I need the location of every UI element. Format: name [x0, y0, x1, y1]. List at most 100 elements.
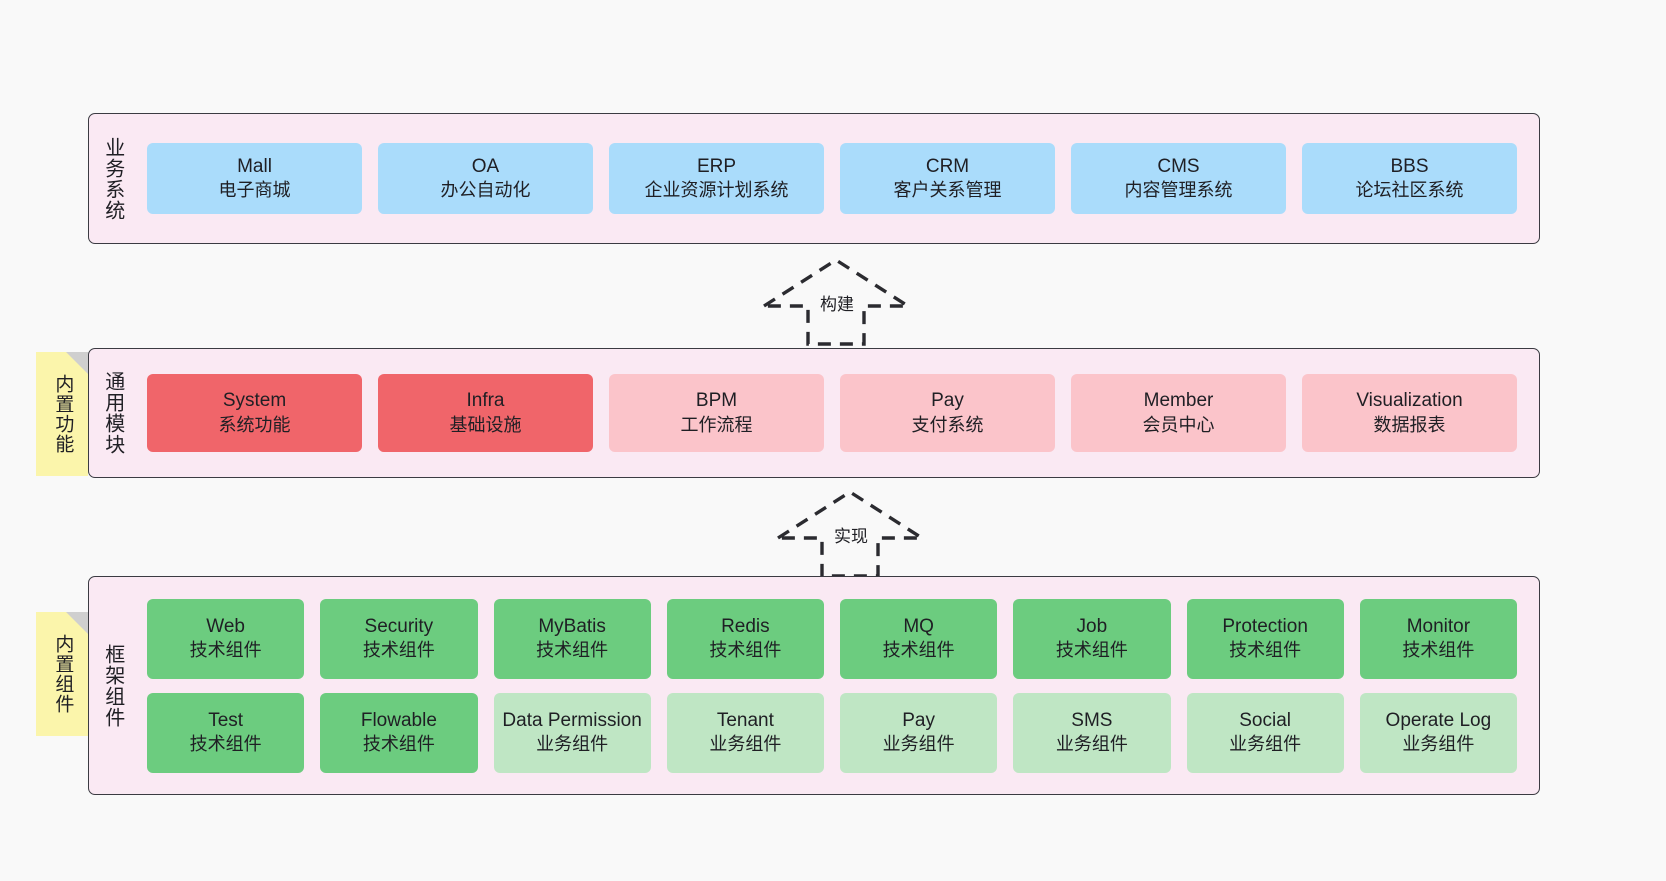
layer-business-systems: 业务系统 Mall 电子商城 OA 办公自动化 ERP 企业资源计划系统 CRM… — [88, 113, 1540, 244]
card-tenant-subtitle: 业务组件 — [709, 734, 782, 755]
card-web-subtitle: 技术组件 — [189, 640, 262, 661]
card-bbs-title: BBS — [1390, 155, 1429, 177]
card-cms[interactable]: CMS 内容管理系统 — [1071, 143, 1286, 214]
card-monitor[interactable]: Monitor 技术组件 — [1359, 598, 1517, 679]
card-visualization[interactable]: Visualization 数据报表 — [1302, 374, 1517, 452]
framework-components-card-group: Web 技术组件 Security 技术组件 MyBatis 技术组件 Redi… — [135, 577, 1539, 794]
card-system[interactable]: System 系统功能 — [147, 374, 362, 452]
card-social-title: Social — [1239, 709, 1291, 731]
card-job[interactable]: Job 技术组件 — [1013, 598, 1171, 679]
card-mq-subtitle: 技术组件 — [882, 640, 955, 661]
card-mall[interactable]: Mall 电子商城 — [147, 143, 362, 214]
card-data-permission-title: Data Permission — [502, 709, 642, 731]
card-bbs[interactable]: BBS 论坛社区系统 — [1302, 143, 1517, 214]
card-operate-log[interactable]: Operate Log 业务组件 — [1359, 692, 1517, 773]
card-redis-title: Redis — [721, 615, 770, 637]
card-operate-log-subtitle: 业务组件 — [1402, 734, 1475, 755]
card-flowable-title: Flowable — [360, 709, 437, 731]
card-redis[interactable]: Redis 技术组件 — [666, 598, 824, 679]
card-flowable-subtitle: 技术组件 — [362, 734, 435, 755]
layer-common-modules-title: 通用模块 — [101, 371, 124, 455]
card-security[interactable]: Security 技术组件 — [320, 598, 478, 679]
card-oa-subtitle: 办公自动化 — [440, 180, 531, 201]
card-crm-title: CRM — [925, 155, 970, 177]
card-system-subtitle: 系统功能 — [218, 414, 291, 435]
card-visualization-subtitle: 数据报表 — [1373, 414, 1446, 435]
card-monitor-title: Monitor — [1406, 615, 1471, 637]
card-test[interactable]: Test 技术组件 — [147, 692, 305, 773]
card-oa-title: OA — [471, 155, 500, 177]
connector-implement-label: 实现 — [832, 522, 870, 547]
note-builtin-features: 内置功能 — [36, 352, 88, 476]
card-data-permission-subtitle: 业务组件 — [536, 734, 609, 755]
card-pay-component-title: Pay — [902, 709, 935, 731]
note-builtin-components: 内置组件 — [36, 612, 88, 736]
card-protection[interactable]: Protection 技术组件 — [1186, 598, 1344, 679]
card-pay-module[interactable]: Pay 支付系统 — [840, 374, 1055, 452]
card-infra[interactable]: Infra 基础设施 — [378, 374, 593, 452]
card-social[interactable]: Social 业务组件 — [1186, 692, 1344, 773]
card-crm[interactable]: CRM 客户关系管理 — [840, 143, 1055, 214]
card-mq[interactable]: MQ 技术组件 — [840, 598, 998, 679]
card-mybatis-subtitle: 技术组件 — [536, 640, 609, 661]
card-sms[interactable]: SMS 业务组件 — [1013, 692, 1171, 773]
card-pay-module-subtitle: 支付系统 — [911, 414, 984, 435]
card-pay-component-subtitle: 业务组件 — [882, 734, 955, 755]
card-test-subtitle: 技术组件 — [189, 734, 262, 755]
card-member-subtitle: 会员中心 — [1142, 414, 1215, 435]
card-sms-subtitle: 业务组件 — [1055, 734, 1128, 755]
layer-common-modules: 通用模块 System 系统功能 Infra 基础设施 BPM 工作流程 Pay… — [88, 348, 1540, 478]
card-operate-log-title: Operate Log — [1385, 709, 1492, 731]
common-modules-card-group: System 系统功能 Infra 基础设施 BPM 工作流程 Pay 支付系统… — [135, 349, 1539, 477]
card-mq-title: MQ — [903, 615, 934, 637]
card-bpm-subtitle: 工作流程 — [680, 414, 753, 435]
card-bpm[interactable]: BPM 工作流程 — [609, 374, 824, 452]
card-monitor-subtitle: 技术组件 — [1402, 640, 1475, 661]
card-mall-subtitle: 电子商城 — [218, 180, 291, 201]
card-erp[interactable]: ERP 企业资源计划系统 — [609, 143, 824, 214]
card-cms-subtitle: 内容管理系统 — [1124, 180, 1233, 201]
card-data-permission[interactable]: Data Permission 业务组件 — [493, 692, 651, 773]
card-bbs-subtitle: 论坛社区系统 — [1355, 180, 1464, 201]
card-infra-subtitle: 基础设施 — [449, 414, 522, 435]
note-builtin-features-text: 内置功能 — [52, 374, 74, 454]
card-tenant[interactable]: Tenant 业务组件 — [666, 692, 824, 773]
card-erp-title: ERP — [696, 155, 737, 177]
card-member[interactable]: Member 会员中心 — [1071, 374, 1286, 452]
card-member-title: Member — [1143, 390, 1214, 412]
connector-build-label: 构建 — [818, 290, 856, 315]
card-cms-title: CMS — [1157, 155, 1200, 177]
connector-implement: 实现 — [770, 488, 930, 578]
framework-row-technical: Web 技术组件 Security 技术组件 MyBatis 技术组件 Redi… — [139, 598, 1525, 679]
layer-framework-components: 框架组件 Web 技术组件 Security 技术组件 MyBatis 技术组件 — [88, 576, 1540, 795]
layer-business-systems-title: 业务系统 — [101, 136, 124, 221]
card-protection-title: Protection — [1222, 615, 1308, 637]
card-crm-subtitle: 客户关系管理 — [893, 180, 1002, 201]
card-mybatis[interactable]: MyBatis 技术组件 — [493, 598, 651, 679]
card-job-subtitle: 技术组件 — [1055, 640, 1128, 661]
card-oa[interactable]: OA 办公自动化 — [378, 143, 593, 214]
note-builtin-components-text: 内置组件 — [52, 634, 74, 714]
card-bpm-title: BPM — [695, 390, 738, 412]
card-pay-component[interactable]: Pay 业务组件 — [840, 692, 998, 773]
framework-row-business: Test 技术组件 Flowable 技术组件 Data Permission … — [139, 692, 1525, 773]
card-test-title: Test — [208, 709, 244, 731]
card-web-title: Web — [206, 615, 245, 637]
card-job-title: Job — [1076, 615, 1108, 637]
card-visualization-title: Visualization — [1356, 390, 1463, 412]
card-security-title: Security — [364, 615, 434, 637]
card-security-subtitle: 技术组件 — [362, 640, 435, 661]
card-sms-title: SMS — [1071, 709, 1113, 731]
note-fold-corner-icon — [66, 612, 88, 634]
card-social-subtitle: 业务组件 — [1229, 734, 1302, 755]
business-systems-card-group: Mall 电子商城 OA 办公自动化 ERP 企业资源计划系统 CRM 客户关系… — [135, 114, 1539, 243]
card-redis-subtitle: 技术组件 — [709, 640, 782, 661]
note-fold-corner-icon — [66, 352, 88, 374]
card-flowable[interactable]: Flowable 技术组件 — [320, 692, 478, 773]
card-tenant-title: Tenant — [716, 709, 774, 731]
card-web[interactable]: Web 技术组件 — [147, 598, 305, 679]
card-protection-subtitle: 技术组件 — [1229, 640, 1302, 661]
card-pay-module-title: Pay — [931, 390, 964, 412]
connector-build: 构建 — [756, 256, 916, 346]
